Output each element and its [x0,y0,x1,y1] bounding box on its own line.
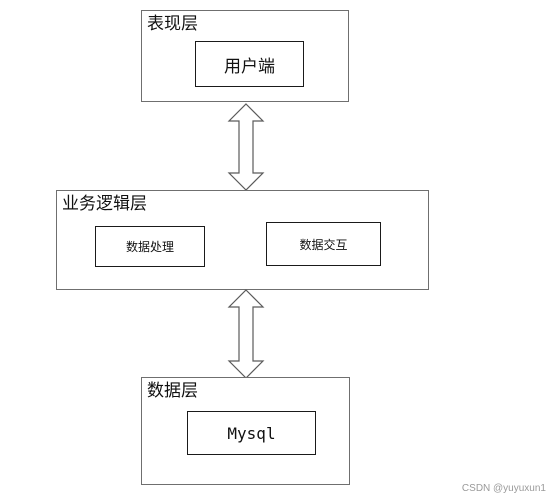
bidirectional-arrow-bottom [227,289,265,379]
business-logic-layer: 业务逻辑层 数据处理 数据交互 [56,190,429,290]
data-processing-box: 数据处理 [95,226,205,267]
business-logic-layer-title: 业务逻辑层 [62,194,147,214]
data-layer: 数据层 Mysql [141,377,350,485]
presentation-layer-title: 表现层 [147,14,198,34]
data-interaction-box: 数据交互 [266,222,381,266]
bidirectional-arrow-top [227,103,265,191]
client-box: 用户端 [195,41,304,87]
presentation-layer: 表现层 用户端 [141,10,349,102]
data-layer-title: 数据层 [147,381,198,401]
mysql-box: Mysql [187,411,316,455]
watermark: CSDN @yuyuxun1 [461,483,546,494]
